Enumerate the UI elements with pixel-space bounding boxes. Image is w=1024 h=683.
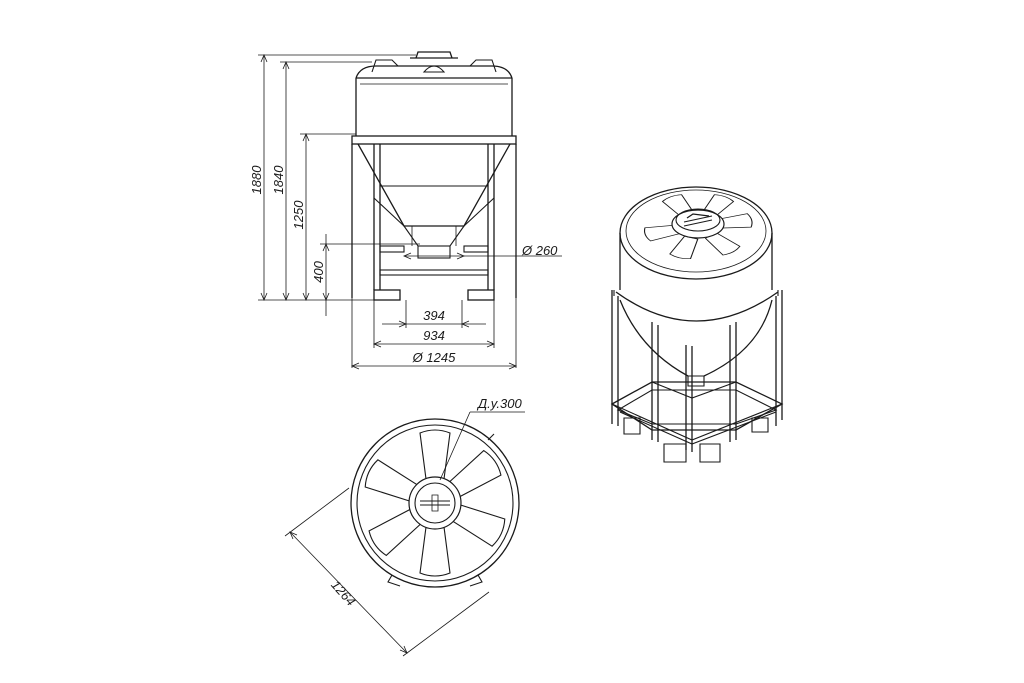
blades	[364, 429, 506, 577]
outer-circle	[350, 418, 520, 588]
iso-blade	[704, 232, 741, 256]
tank-ring	[351, 135, 517, 145]
hatch-outer	[408, 476, 462, 530]
dim-1840: 1840	[271, 165, 286, 195]
dim-1264: 1264	[328, 577, 358, 609]
front-dimensions: 1880 1840 1250 400 Ø 260 394 934 Ø 1245	[249, 53, 562, 370]
hatch-rim	[415, 51, 453, 59]
foot-right	[467, 289, 495, 301]
dim-d1245: Ø 1245	[412, 350, 456, 365]
front-view	[351, 51, 517, 301]
iso-view	[610, 186, 784, 463]
iso-blade	[669, 235, 699, 260]
blade	[364, 459, 418, 502]
dim-1250: 1250	[291, 200, 306, 230]
iso-blades	[643, 194, 753, 260]
blade	[448, 449, 502, 498]
iso-blade	[643, 224, 682, 242]
iso-blade	[715, 213, 753, 229]
dim-394: 394	[423, 308, 445, 323]
dim-1880: 1880	[249, 165, 264, 195]
iso-blade	[661, 194, 695, 218]
hatch-dome	[422, 65, 446, 73]
outlet-flange	[417, 245, 451, 259]
iso-blade	[701, 194, 735, 218]
dim-d260: Ø 260	[521, 243, 558, 258]
dim-934: 934	[423, 328, 445, 343]
top-view: Д.у.300 1264	[284, 396, 525, 657]
blade	[419, 429, 451, 480]
blade	[419, 526, 451, 577]
tank-top	[355, 65, 513, 79]
blade	[452, 504, 506, 547]
foot-left	[373, 289, 401, 301]
blade	[368, 508, 422, 557]
iso-hatch	[671, 209, 725, 239]
label-du300: Д.у.300	[476, 396, 522, 411]
dim-400: 400	[311, 260, 326, 282]
cone	[357, 143, 511, 227]
